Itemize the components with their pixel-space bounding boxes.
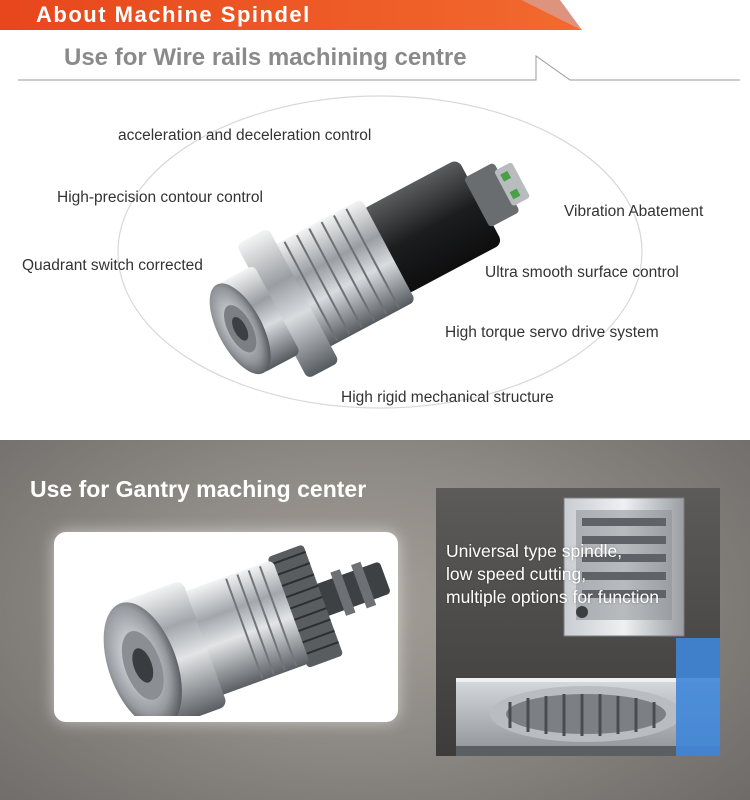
gear-machine-panel: Universal type spindle, low speed cuttin… (436, 488, 720, 756)
gantry-title: Use for Gantry maching center (30, 476, 367, 502)
feature-label: acceleration and deceleration control (118, 127, 372, 144)
machine-description: Universal type spindle, low speed cuttin… (446, 540, 659, 609)
feature-label: High rigid mechanical structure (341, 389, 554, 406)
banner-title: About Machine Spindel (36, 2, 311, 27)
subtitle-underline (18, 55, 740, 81)
wire-rails-spindle-photo (209, 161, 530, 377)
section-banner: About Machine Spindel (0, 0, 750, 40)
feature-label: High torque servo drive system (445, 324, 659, 341)
description-line: low speed cutting, (446, 564, 587, 584)
gantry-photo-card (54, 532, 398, 722)
feature-label: Quadrant switch corrected (22, 257, 203, 274)
feature-label: High-precision contour control (57, 189, 263, 206)
section-subtitle: Use for Wire rails machining centre (64, 44, 467, 71)
feature-ellipse (117, 95, 643, 409)
feature-label: Ultra smooth surface control (485, 264, 679, 281)
description-line: Universal type spindle, (446, 541, 623, 561)
description-line: multiple options for function (446, 587, 660, 607)
gantry-spindle-photo (103, 545, 390, 716)
feature-label: Vibration Abatement (564, 203, 704, 220)
gear-machine-photo (436, 488, 720, 756)
gantry-section: Use for Gantry maching center (0, 440, 750, 800)
wire-rails-section: About Machine Spindel Use for Wire rails… (0, 0, 750, 409)
banner-ribbon (0, 0, 582, 30)
